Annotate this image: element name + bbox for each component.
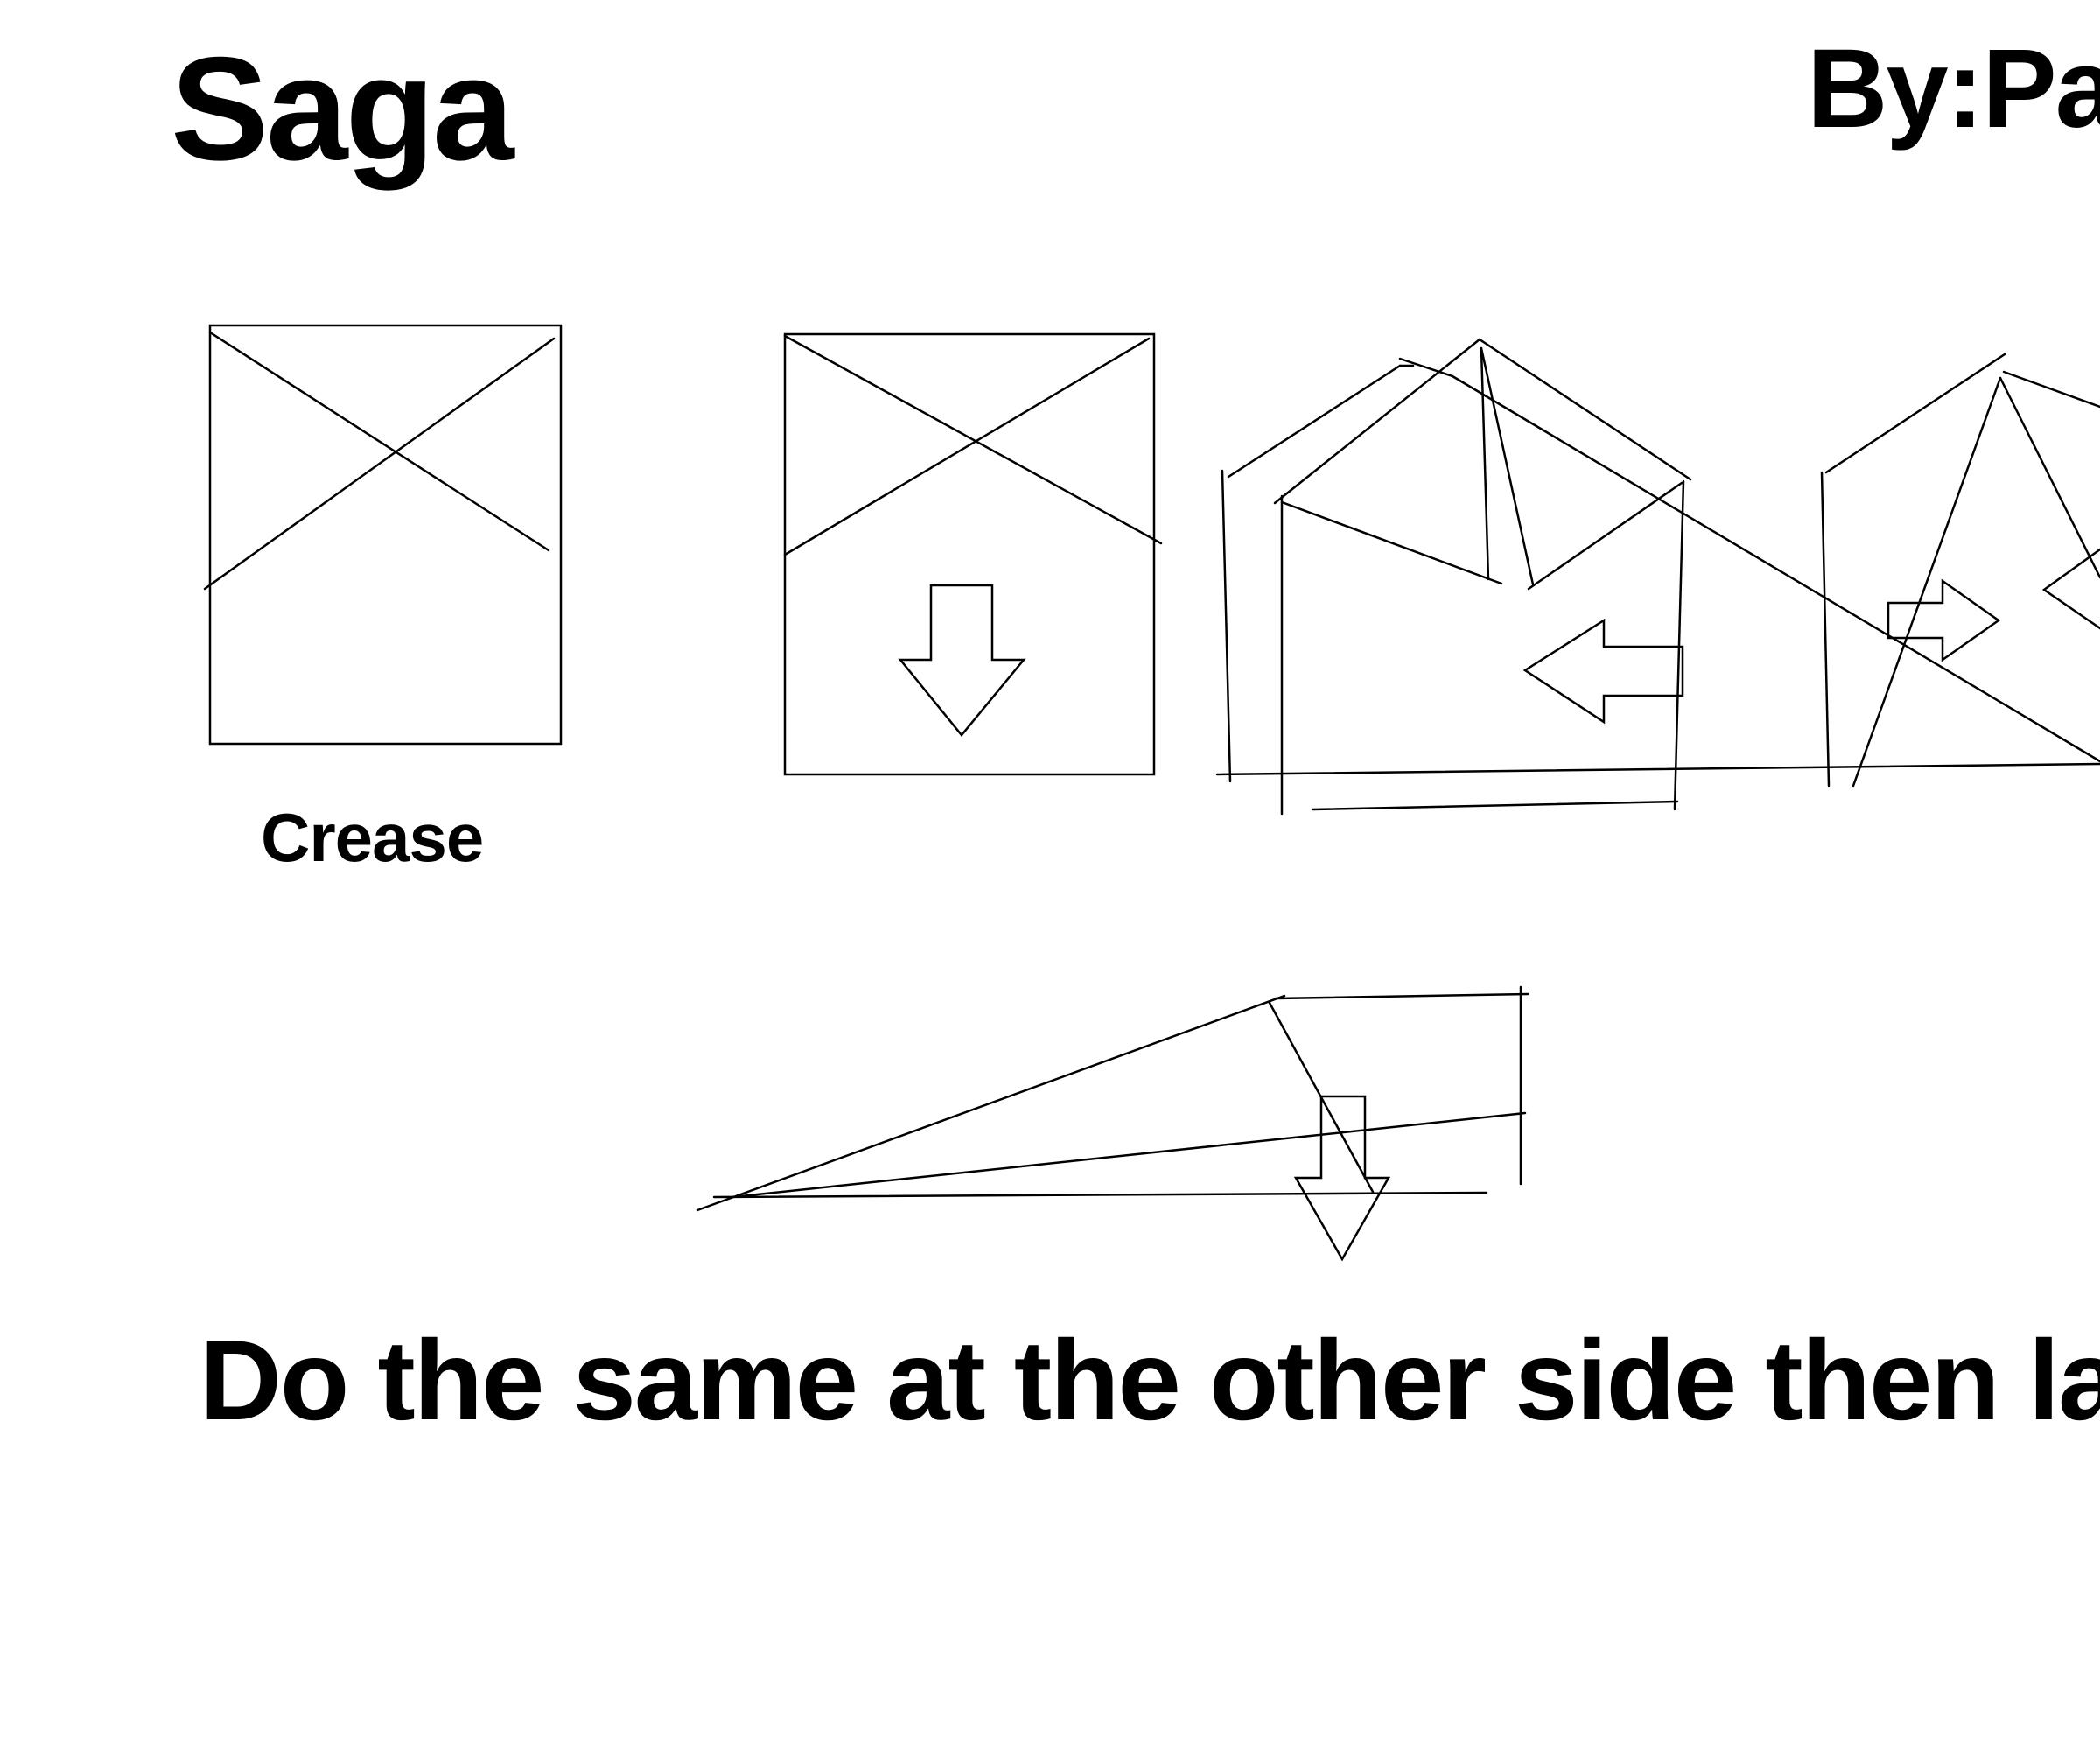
right-arrow-icon bbox=[1886, 578, 2001, 662]
author-credit: By:Par bbox=[1807, 26, 2100, 151]
fold-line bbox=[1673, 480, 1685, 811]
instruction-caption: Do the same at the other side then lau bbox=[200, 1316, 2100, 1444]
left-arrow-icon bbox=[2041, 548, 2100, 630]
fold-line bbox=[1227, 364, 1402, 479]
fold-line bbox=[1478, 338, 1692, 481]
fold-line bbox=[1820, 471, 1830, 788]
fold-line bbox=[1274, 992, 1530, 1000]
crease-line bbox=[208, 331, 550, 552]
fold-line bbox=[2002, 370, 2100, 409]
step-3-fold-left bbox=[1273, 338, 1692, 816]
fold-line bbox=[1215, 762, 2100, 776]
fold-line bbox=[1451, 374, 2100, 763]
step-1-crease-square bbox=[203, 324, 563, 746]
fold-line bbox=[1311, 800, 1679, 811]
fold-line bbox=[1852, 376, 2002, 788]
fold-line bbox=[1273, 338, 1481, 505]
step-2-fold-down bbox=[783, 332, 1163, 776]
crease-line bbox=[203, 337, 556, 591]
step-4-fold-sides bbox=[1215, 353, 2100, 788]
crease-line bbox=[783, 334, 1163, 545]
fold-line bbox=[1221, 469, 1232, 783]
paper-square bbox=[208, 324, 563, 746]
fold-line bbox=[1398, 357, 1454, 378]
fold-line bbox=[1527, 481, 1684, 591]
fold-line bbox=[1998, 376, 2100, 579]
fold-line bbox=[1480, 346, 1490, 581]
crease-line bbox=[783, 337, 1151, 556]
down-arrow-icon bbox=[898, 584, 1026, 737]
paper-square bbox=[783, 332, 1156, 776]
fold-line bbox=[1824, 353, 2006, 474]
fold-line bbox=[712, 1191, 1488, 1199]
fold-line bbox=[1480, 346, 1535, 586]
step-1-label: Crease bbox=[261, 799, 484, 876]
fold-line bbox=[696, 994, 1286, 1212]
left-arrow-icon bbox=[1522, 618, 1684, 724]
page-title: Saga bbox=[171, 26, 514, 191]
fold-line bbox=[1280, 500, 1503, 585]
down-arrow-icon bbox=[1293, 1095, 1391, 1262]
step-5-plane bbox=[696, 985, 1530, 1262]
fold-line bbox=[731, 1111, 1527, 1199]
